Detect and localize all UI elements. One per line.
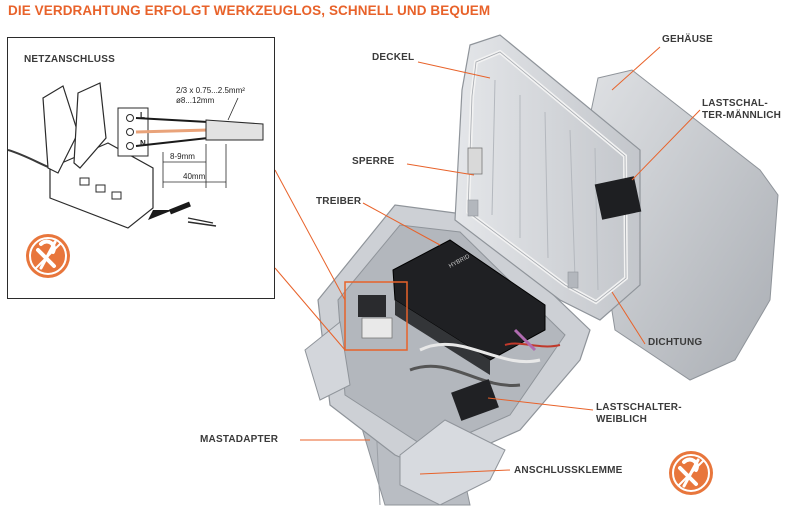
label-mastadapter: MASTADAPTER [200, 434, 279, 445]
terminal-n-label: N [140, 139, 146, 148]
label-deckel: DECKEL [372, 52, 415, 63]
label-lastschalter-weiblich-1: LASTSCHALTER- [596, 402, 682, 413]
latch [467, 147, 483, 175]
inset-netzanschluss: NETZANSCHLUSS 2/3 x 0.75...2.5mm² ø8...1… [7, 37, 275, 299]
female-switch-connector [451, 379, 499, 421]
male-switch-connector [594, 176, 642, 220]
terminal-highlight-box [344, 281, 408, 351]
label-dichtung: DICHTUNG [648, 337, 703, 348]
netzanschluss-label: NETZANSCHLUSS [24, 54, 115, 65]
left-flap [304, 321, 351, 401]
terminal-l-label: L [140, 111, 145, 120]
label-lastschalter-maennlich-2: TER-MÄNNLICH [702, 110, 782, 121]
page-title: DIE VERDRAHTUNG ERFOLGT WERKZEUGLOS, SCH… [8, 3, 491, 18]
label-treiber: TREIBER [316, 196, 362, 207]
no-tools-icon [26, 234, 70, 278]
lid [454, 34, 641, 321]
inset-illustration [8, 82, 264, 278]
terminal-flap [399, 419, 506, 506]
label-gehaeuse: GEHÄUSE [662, 34, 713, 45]
spec-cable-cross-section: 2/3 x 0.75...2.5mm² [176, 86, 245, 95]
no-tools-icon [669, 451, 713, 495]
label-lastschalter-maennlich-1: LASTSCHAL- [702, 98, 768, 109]
label-anschlussklemme: ANSCHLUSSKLEMME [514, 465, 623, 476]
strip-length-dimension: 8-9mm [170, 152, 195, 161]
total-length-dimension: 40mm [183, 172, 206, 181]
label-sperre: SPERRE [352, 156, 395, 167]
label-lastschalter-weiblich-2: WEIBLICH [596, 414, 648, 425]
spec-cable-diameter: ø8...12mm [176, 96, 215, 105]
